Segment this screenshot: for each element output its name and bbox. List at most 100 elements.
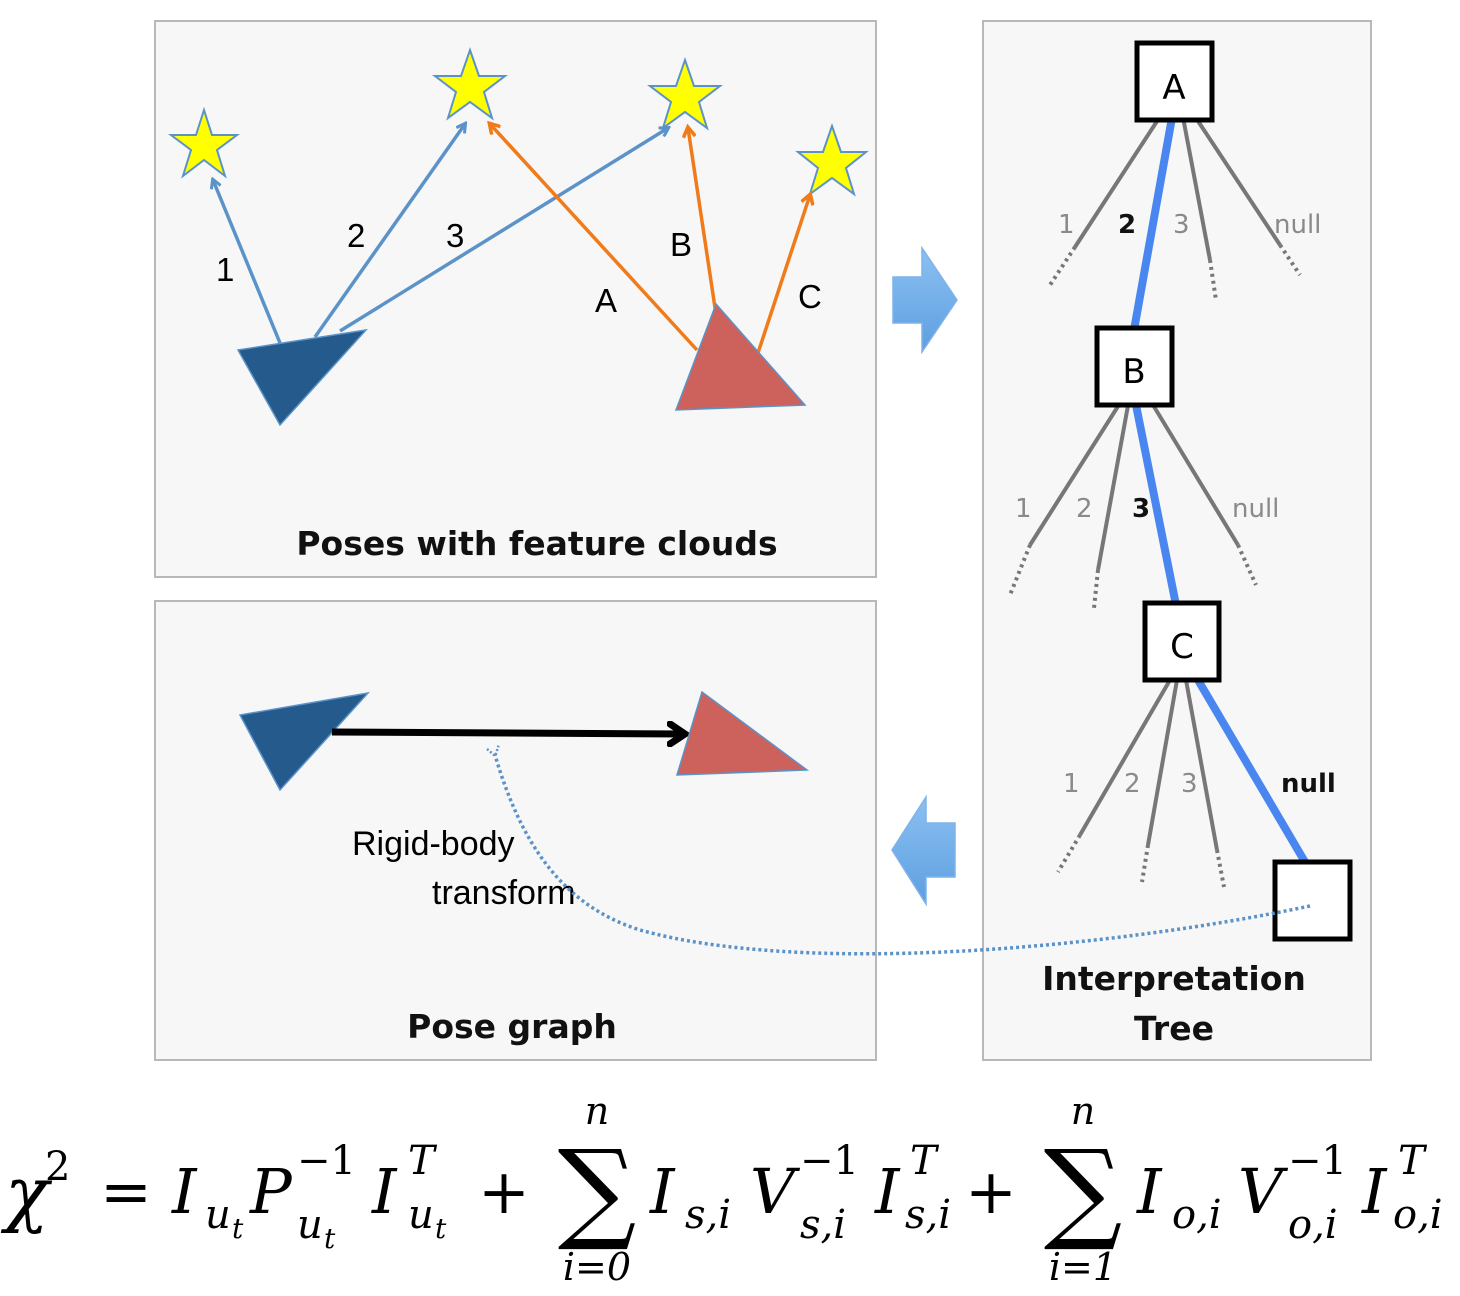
tree-node-label: C [1170,627,1194,667]
branch-label: 1 [1058,210,1075,240]
eq-term2-IT-sup: T [910,1138,940,1184]
branch-label: 3 [1181,769,1198,799]
branch-label: 1 [1063,769,1080,799]
eq-term3-IT-sub: o,i [1393,1192,1443,1238]
eq-term2-V-sup: −1 [800,1138,859,1184]
panel-frame [154,20,877,578]
pose-2-triangle [675,690,810,776]
eq-sum1-upper: n [585,1089,609,1133]
observation-arrow-2 [313,124,465,339]
tree-branch-selected [1131,399,1180,606]
tree-level-c-branches [1056,677,1309,888]
panel-caption-pose-graph: Pose graph [407,1007,617,1046]
tree-node-label: B [1122,352,1145,392]
arrow-label-c: C [798,278,822,315]
tree-branch [1146,679,1179,846]
pose-2-triangle [674,302,807,411]
eq-term1-P-sup: −1 [297,1138,356,1184]
eq-plus-2: + [965,1155,1017,1228]
eq-term3-IT: I [1361,1155,1388,1228]
eq-sum1-lower: i=0 [563,1245,631,1289]
branch-label: 2 [1124,769,1141,799]
observation-arrow-1 [213,180,282,344]
tree-branch [1028,398,1124,547]
branch-label: null [1232,494,1279,524]
branch-label: 2 [1076,494,1093,524]
tree-node-a: A [1134,40,1215,123]
tree-branch-selected [1194,677,1309,865]
eq-term1-P-sub: u [297,1202,323,1248]
eq-term2-IT: I [874,1155,901,1228]
eq-term2-V: V [750,1155,801,1228]
tree-node-b: B [1094,325,1175,408]
eq-term2-IT-sub: s,i [905,1192,951,1238]
arrow-label-2: 2 [347,217,365,254]
eq-sum2-lower: i=1 [1049,1245,1117,1289]
eq-term1-P: P [249,1155,293,1228]
tree-branch [1180,111,1212,261]
pose1-observations [213,124,668,344]
eq-term2-V-sub: s,i [800,1202,846,1248]
tree-branch [1190,110,1282,247]
eq-term3-I: I [1136,1155,1163,1228]
eq-term1-I-sub: u [205,1192,231,1238]
tree-branch [1184,679,1219,851]
star-icon [432,46,508,121]
observation-arrow-c [753,195,810,363]
tree-branch-dotted [1008,544,1032,596]
tree-level-a-branches [1048,110,1302,331]
star-icon [647,56,723,131]
chi-squared-equation: χ 2 = I u t P −1 u t I T u t + n ∑ i=0 I… [0,1089,1443,1289]
branch-label: 1 [1015,494,1032,524]
panel-caption-features: Poses with feature clouds [296,524,777,563]
observation-arrow-a [490,124,699,352]
arrow-label-3: 3 [446,217,464,254]
arrow-right-icon [892,245,958,355]
tree-branch-dotted [1236,544,1258,586]
panel-caption-tree-line1: Interpretation [1042,959,1306,998]
branch-label: 3 [1173,210,1190,240]
transform-label-line2: transform [432,874,576,912]
eq-term1-IT-sup: T [408,1138,438,1184]
eq-sum2-upper: n [1071,1089,1095,1133]
arrow-left-icon [891,794,956,907]
result-link-dotted [495,755,1311,956]
eq-term3-I-sub: o,i [1172,1192,1222,1238]
eq-term1-IT-sub: u [408,1192,434,1238]
star-icon [168,106,240,179]
star-icon [795,122,869,197]
landmarks [168,46,869,197]
tree-branch [1073,110,1165,249]
panel-interpretation-tree: A B C 1 2 3 null 1 2 3 null 1 2 3 null I… [982,20,1372,1061]
eq-term1-IT: I [371,1155,398,1228]
eq-term3-V: V [1238,1155,1289,1228]
branch-label-selected: null [1281,769,1336,799]
tree-branch-dotted [1056,833,1082,874]
tree-branch-dotted [1048,245,1077,287]
eq-chi-sup: 2 [45,1144,70,1190]
arrow-label-a: A [595,282,617,319]
arrow-label-1: 1 [216,251,234,288]
branch-label-selected: 2 [1118,210,1136,240]
eq-equals: = [100,1155,152,1228]
eq-term2-I-sub: s,i [685,1192,731,1238]
eq-term2-I: I [649,1155,676,1228]
branch-label: null [1274,210,1321,240]
pose-1-triangle [238,691,371,792]
eq-sum2-symbol: ∑ [1044,1126,1123,1254]
eq-term1-I-subsub: t [232,1212,244,1245]
tree-branch [1096,399,1131,571]
panel-pose-graph: Rigid-body transform Pose graph [154,600,877,1061]
transform-label-line1: Rigid-body [352,825,515,863]
panel-caption-tree-line2: Tree [1134,1009,1214,1048]
panel-feature-clouds: 1 2 3 A B C Poses with feature clouds [154,20,877,578]
rigid-body-transform-edge [331,732,685,734]
eq-term3-V-sup: −1 [1288,1138,1347,1184]
eq-term1-I: I [171,1155,198,1228]
tree-node-label: A [1162,68,1185,108]
observation-arrow-3 [339,128,668,333]
eq-chi: χ [0,1151,53,1235]
eq-sum1-symbol: ∑ [558,1126,637,1254]
tree-node-leaf [1272,859,1353,942]
